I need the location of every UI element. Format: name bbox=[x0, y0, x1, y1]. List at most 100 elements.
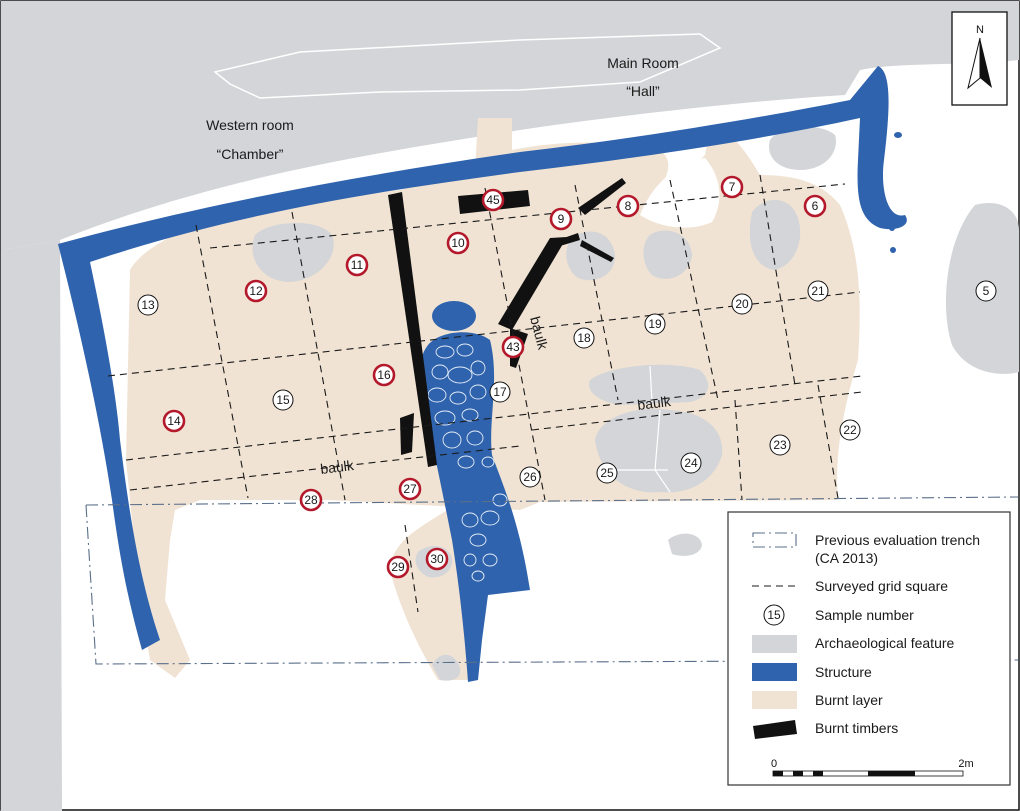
sample-number: 27 bbox=[403, 482, 417, 496]
scale-end-label: 2m bbox=[958, 758, 973, 770]
sample-marker-circle bbox=[244, 279, 268, 303]
sample-number: 43 bbox=[506, 340, 520, 354]
sample-marker: 43 bbox=[501, 335, 525, 359]
main-room-label: Main Room bbox=[607, 55, 679, 71]
sample-number: 8 bbox=[625, 199, 632, 213]
legend-label-sample: Sample number bbox=[815, 607, 914, 623]
sample-marker: 10 bbox=[446, 231, 470, 255]
feature-pit-9 bbox=[566, 231, 616, 281]
sample-number: 9 bbox=[558, 212, 565, 226]
sample-number: 21 bbox=[811, 284, 825, 298]
sample-marker: 23 bbox=[769, 434, 791, 456]
legend: Previous evaluation trench (CA 2013) Sur… bbox=[727, 511, 1011, 786]
sample-number: 14 bbox=[167, 414, 181, 428]
legend-swatch-timbers bbox=[753, 720, 797, 739]
north-arrow: N bbox=[951, 11, 1008, 106]
sample-marker: 7 bbox=[720, 175, 744, 199]
legend-swatch-feature bbox=[752, 635, 797, 653]
sample-marker: 28 bbox=[299, 488, 323, 512]
sample-number: 6 bbox=[812, 199, 819, 213]
sample-marker: 22 bbox=[839, 419, 861, 441]
timber-9-a bbox=[558, 233, 580, 246]
legend-label-structure: Structure bbox=[815, 664, 872, 680]
main-room-sublabel: “Hall” bbox=[626, 83, 660, 99]
legend-label-burnt-layer: Burnt layer bbox=[815, 692, 883, 708]
sample-marker: 6 bbox=[803, 194, 827, 218]
sample-marker-circle bbox=[573, 327, 595, 349]
structure-post-hole bbox=[887, 165, 897, 177]
timber-short-west bbox=[400, 413, 414, 455]
sample-marker: 12 bbox=[244, 279, 268, 303]
sample-marker-circle bbox=[596, 462, 618, 484]
sample-number: 17 bbox=[493, 385, 507, 399]
western-room-sublabel: “Chamber” bbox=[217, 146, 284, 162]
sample-number: 5 bbox=[983, 284, 990, 298]
sample-marker-circle bbox=[807, 280, 829, 302]
sample-marker: 19 bbox=[644, 313, 666, 335]
sample-number: 24 bbox=[684, 456, 698, 470]
sample-number: 15 bbox=[276, 393, 290, 407]
sample-marker-circle bbox=[501, 335, 525, 359]
structure-small-blobs bbox=[889, 132, 902, 253]
sample-number: 25 bbox=[600, 466, 614, 480]
sample-marker: 20 bbox=[731, 293, 753, 315]
sample-marker-circle bbox=[680, 452, 702, 474]
sample-number: 29 bbox=[391, 560, 405, 574]
feature-pit-baulk bbox=[589, 364, 709, 405]
sample-marker-circle bbox=[731, 293, 753, 315]
sample-number: 19 bbox=[648, 317, 662, 331]
sample-marker: 16 bbox=[372, 363, 396, 387]
sample-number: 26 bbox=[523, 470, 537, 484]
unburnt-patch bbox=[640, 158, 720, 228]
sample-marker-circle bbox=[549, 207, 573, 231]
legend-label-feature: Archaeological feature bbox=[815, 635, 955, 651]
legend-label-trench-2: (CA 2013) bbox=[815, 550, 878, 566]
feature-pit-6 bbox=[749, 199, 801, 270]
baulk-label-east: baulk bbox=[636, 393, 672, 413]
sample-marker-circle bbox=[299, 488, 323, 512]
sample-marker-circle bbox=[769, 434, 791, 456]
feature-pit-bottom bbox=[432, 654, 461, 681]
legend-label-grid: Surveyed grid square bbox=[815, 578, 948, 594]
legend-label-timbers: Burnt timbers bbox=[815, 720, 898, 736]
sample-marker-circle bbox=[162, 409, 186, 433]
sample-number: 12 bbox=[249, 284, 263, 298]
sample-number: 7 bbox=[729, 180, 736, 194]
structure-wall bbox=[58, 66, 907, 650]
sample-number: 30 bbox=[430, 552, 444, 566]
sample-number: 45 bbox=[486, 193, 500, 207]
sample-marker: 11 bbox=[345, 253, 369, 277]
legend-swatch-trench bbox=[752, 532, 797, 548]
sample-marker: 8 bbox=[616, 194, 640, 218]
sample-marker-circle bbox=[386, 555, 410, 579]
legend-swatch-structure bbox=[752, 663, 797, 681]
sample-marker-circle bbox=[803, 194, 827, 218]
left-grey-band bbox=[1, 240, 62, 811]
timber-9-b bbox=[580, 240, 614, 262]
scale-start-label: 0 bbox=[771, 758, 777, 770]
sample-number: 23 bbox=[773, 438, 787, 452]
sample-marker: 30 bbox=[425, 547, 449, 571]
scale-bar: 0 2m bbox=[771, 758, 974, 777]
sample-number: 13 bbox=[141, 298, 155, 312]
structure-stone-path bbox=[419, 332, 530, 682]
sample-marker-circle bbox=[446, 231, 470, 255]
sample-marker-circle bbox=[489, 381, 511, 403]
sample-marker: 27 bbox=[398, 477, 422, 501]
north-label: N bbox=[976, 24, 984, 36]
legend-swatch-burnt-layer bbox=[752, 691, 797, 709]
sample-marker: 13 bbox=[137, 294, 159, 316]
feature-divisions bbox=[612, 365, 671, 493]
feature-pit-trench bbox=[668, 533, 702, 556]
sample-marker-circle bbox=[720, 175, 744, 199]
timber-upper bbox=[578, 178, 626, 215]
sample-marker-circle bbox=[372, 363, 396, 387]
feature-pit-upper bbox=[769, 126, 836, 170]
sample-number: 28 bbox=[304, 493, 318, 507]
legend-sample-symbol-text: 15 bbox=[767, 608, 781, 622]
sample-marker-circle bbox=[481, 188, 505, 212]
sample-marker: 29 bbox=[386, 555, 410, 579]
hall-edge-outline bbox=[213, 33, 722, 99]
